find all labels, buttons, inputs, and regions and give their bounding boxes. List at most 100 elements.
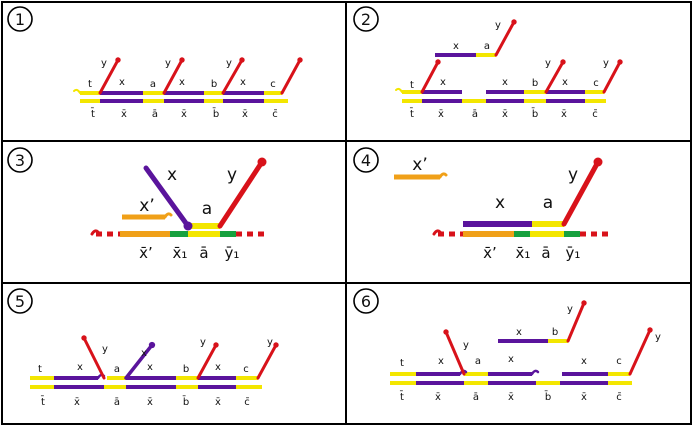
complement-label: x̄’ bbox=[139, 244, 153, 262]
panel-number-text: 3 bbox=[15, 151, 25, 170]
domain-label: x bbox=[516, 327, 522, 338]
strand-end-cap bbox=[115, 57, 121, 63]
domain-label: x bbox=[562, 77, 568, 88]
strand-arm bbox=[602, 60, 622, 94]
domain-label: c bbox=[616, 356, 622, 367]
complement-label: x̄ bbox=[581, 392, 587, 403]
panel-number-3: 3 bbox=[7, 147, 33, 173]
panel-number-6: 6 bbox=[353, 288, 379, 314]
strand-arm bbox=[544, 60, 565, 94]
domain-label: x bbox=[453, 41, 459, 52]
domain-label: c bbox=[243, 364, 249, 375]
complement-label: ā bbox=[472, 109, 478, 120]
domain-label: x bbox=[240, 77, 246, 88]
domain-label: t bbox=[410, 80, 414, 91]
domain-label: x bbox=[141, 348, 147, 359]
strand-arm bbox=[162, 58, 184, 95]
complement-label: x̄’ bbox=[483, 244, 497, 262]
domain-label: b bbox=[211, 79, 217, 90]
domain-label: b bbox=[183, 364, 189, 375]
domain-label: y bbox=[101, 58, 107, 69]
strand-hook bbox=[530, 369, 540, 376]
panel-frame-6 bbox=[345, 282, 692, 425]
domain-label: y bbox=[567, 304, 573, 315]
complement-label: c̄ bbox=[616, 392, 622, 403]
complement-label: x̄₁ bbox=[173, 244, 188, 262]
panel-number-text: 6 bbox=[361, 292, 371, 311]
complement-label: ā bbox=[541, 244, 550, 262]
strand-end-cap bbox=[273, 342, 279, 348]
domain-label: a bbox=[114, 364, 120, 375]
panel-frame-2 bbox=[345, 1, 692, 142]
strand-arm-red bbox=[217, 159, 265, 229]
domain-label: y bbox=[603, 58, 609, 69]
strand-arm bbox=[280, 58, 302, 95]
domain-label: t bbox=[38, 364, 42, 375]
strand-end-cap bbox=[647, 327, 653, 333]
domain-label: a bbox=[484, 41, 490, 52]
complement-label: ȳ₁ bbox=[225, 244, 240, 262]
complement-label: ā bbox=[199, 244, 208, 262]
complement-label: c̄ bbox=[592, 109, 598, 120]
domain-label: y bbox=[655, 332, 661, 343]
domain-label: a bbox=[543, 193, 553, 213]
complement-label: x̄ bbox=[502, 109, 508, 120]
strand-arm bbox=[221, 58, 244, 95]
complement-label: b̄ bbox=[545, 390, 552, 403]
domain-label: c bbox=[270, 79, 276, 90]
domain-label: x bbox=[495, 193, 505, 213]
complement-label: ȳ₁ bbox=[566, 244, 581, 262]
strand-end-cap bbox=[581, 300, 587, 306]
domain-label: x bbox=[438, 356, 444, 367]
complement-label: x̄ bbox=[435, 392, 441, 403]
domain-label: t bbox=[88, 79, 92, 90]
strand-arm-purple bbox=[124, 343, 154, 380]
strand-end-cap bbox=[435, 59, 441, 65]
strand-arm bbox=[444, 330, 466, 376]
domain-label: x bbox=[215, 362, 221, 373]
domain-label: x’ bbox=[412, 155, 427, 175]
strand-hook bbox=[395, 87, 403, 93]
complement-label: x̄ bbox=[508, 392, 514, 403]
panel-number-5: 5 bbox=[7, 288, 33, 314]
strand-end-cap bbox=[148, 341, 156, 349]
strand-end-cap bbox=[213, 342, 219, 348]
strand-end-cap bbox=[257, 157, 267, 167]
complement-label: ā bbox=[473, 392, 479, 403]
strand-hook bbox=[90, 229, 100, 236]
strand-arm bbox=[494, 20, 516, 57]
panel-number-2: 2 bbox=[353, 6, 379, 32]
panel-number-text: 2 bbox=[361, 10, 371, 29]
complement-label: x̄ bbox=[181, 109, 187, 120]
strand-hook bbox=[73, 88, 81, 94]
panel-number-text: 5 bbox=[15, 292, 25, 311]
complement-label: b̄ bbox=[532, 107, 539, 120]
strand-end-cap bbox=[511, 19, 517, 25]
panel-number-text: 4 bbox=[361, 151, 371, 170]
complement-label: x̄₁ bbox=[516, 244, 531, 262]
strand-arm-red bbox=[561, 159, 601, 227]
strand-end-cap bbox=[239, 57, 245, 63]
panel-frame-5 bbox=[1, 282, 347, 425]
strand-end-cap bbox=[560, 59, 566, 65]
strand-end-cap bbox=[617, 59, 623, 65]
domain-label: x bbox=[77, 362, 83, 373]
domain-label: x bbox=[119, 77, 125, 88]
domain-label: a bbox=[475, 356, 481, 367]
panel-number-4: 4 bbox=[353, 147, 379, 173]
complement-label: t̄ bbox=[400, 390, 404, 403]
strand-arm-purple bbox=[143, 165, 191, 229]
strand-end-cap bbox=[179, 57, 185, 63]
domain-label: y bbox=[200, 337, 206, 348]
complement-label: ā bbox=[152, 109, 158, 120]
domain-label: y bbox=[102, 344, 108, 355]
strand-arm bbox=[566, 301, 586, 343]
strand-arm bbox=[82, 336, 106, 380]
strand-arm bbox=[98, 58, 120, 95]
complement-label: c̄ bbox=[272, 109, 278, 120]
strand-end-cap bbox=[297, 57, 303, 63]
domain-label: x bbox=[581, 356, 587, 367]
